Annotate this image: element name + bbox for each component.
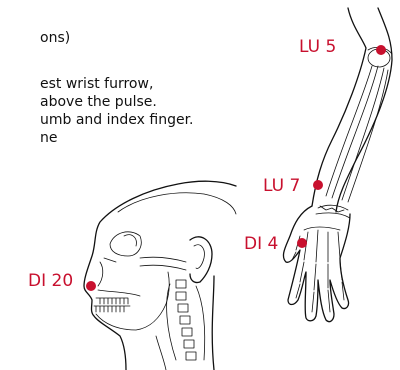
teeth [94, 298, 130, 312]
zygomatic-arch [140, 257, 186, 270]
point-di20-marker [86, 281, 96, 291]
mandible [96, 272, 169, 330]
point-lu7-marker [313, 180, 323, 190]
label-lu7: LU 7 [263, 176, 300, 196]
ear-outline [190, 237, 212, 283]
wrist-bones [316, 205, 350, 218]
point-lu5-marker [376, 45, 386, 55]
cervical-spine [176, 280, 196, 360]
maxilla [98, 290, 140, 296]
label-di4: DI 4 [244, 234, 278, 254]
point-di4-marker [297, 238, 307, 248]
head-outline [84, 181, 236, 370]
ulna-bone [342, 68, 384, 200]
label-lu5: LU 5 [299, 37, 336, 57]
nasal-bone [98, 258, 116, 286]
skull-illustration [84, 181, 236, 370]
label-di20: DI 20 [28, 271, 73, 291]
